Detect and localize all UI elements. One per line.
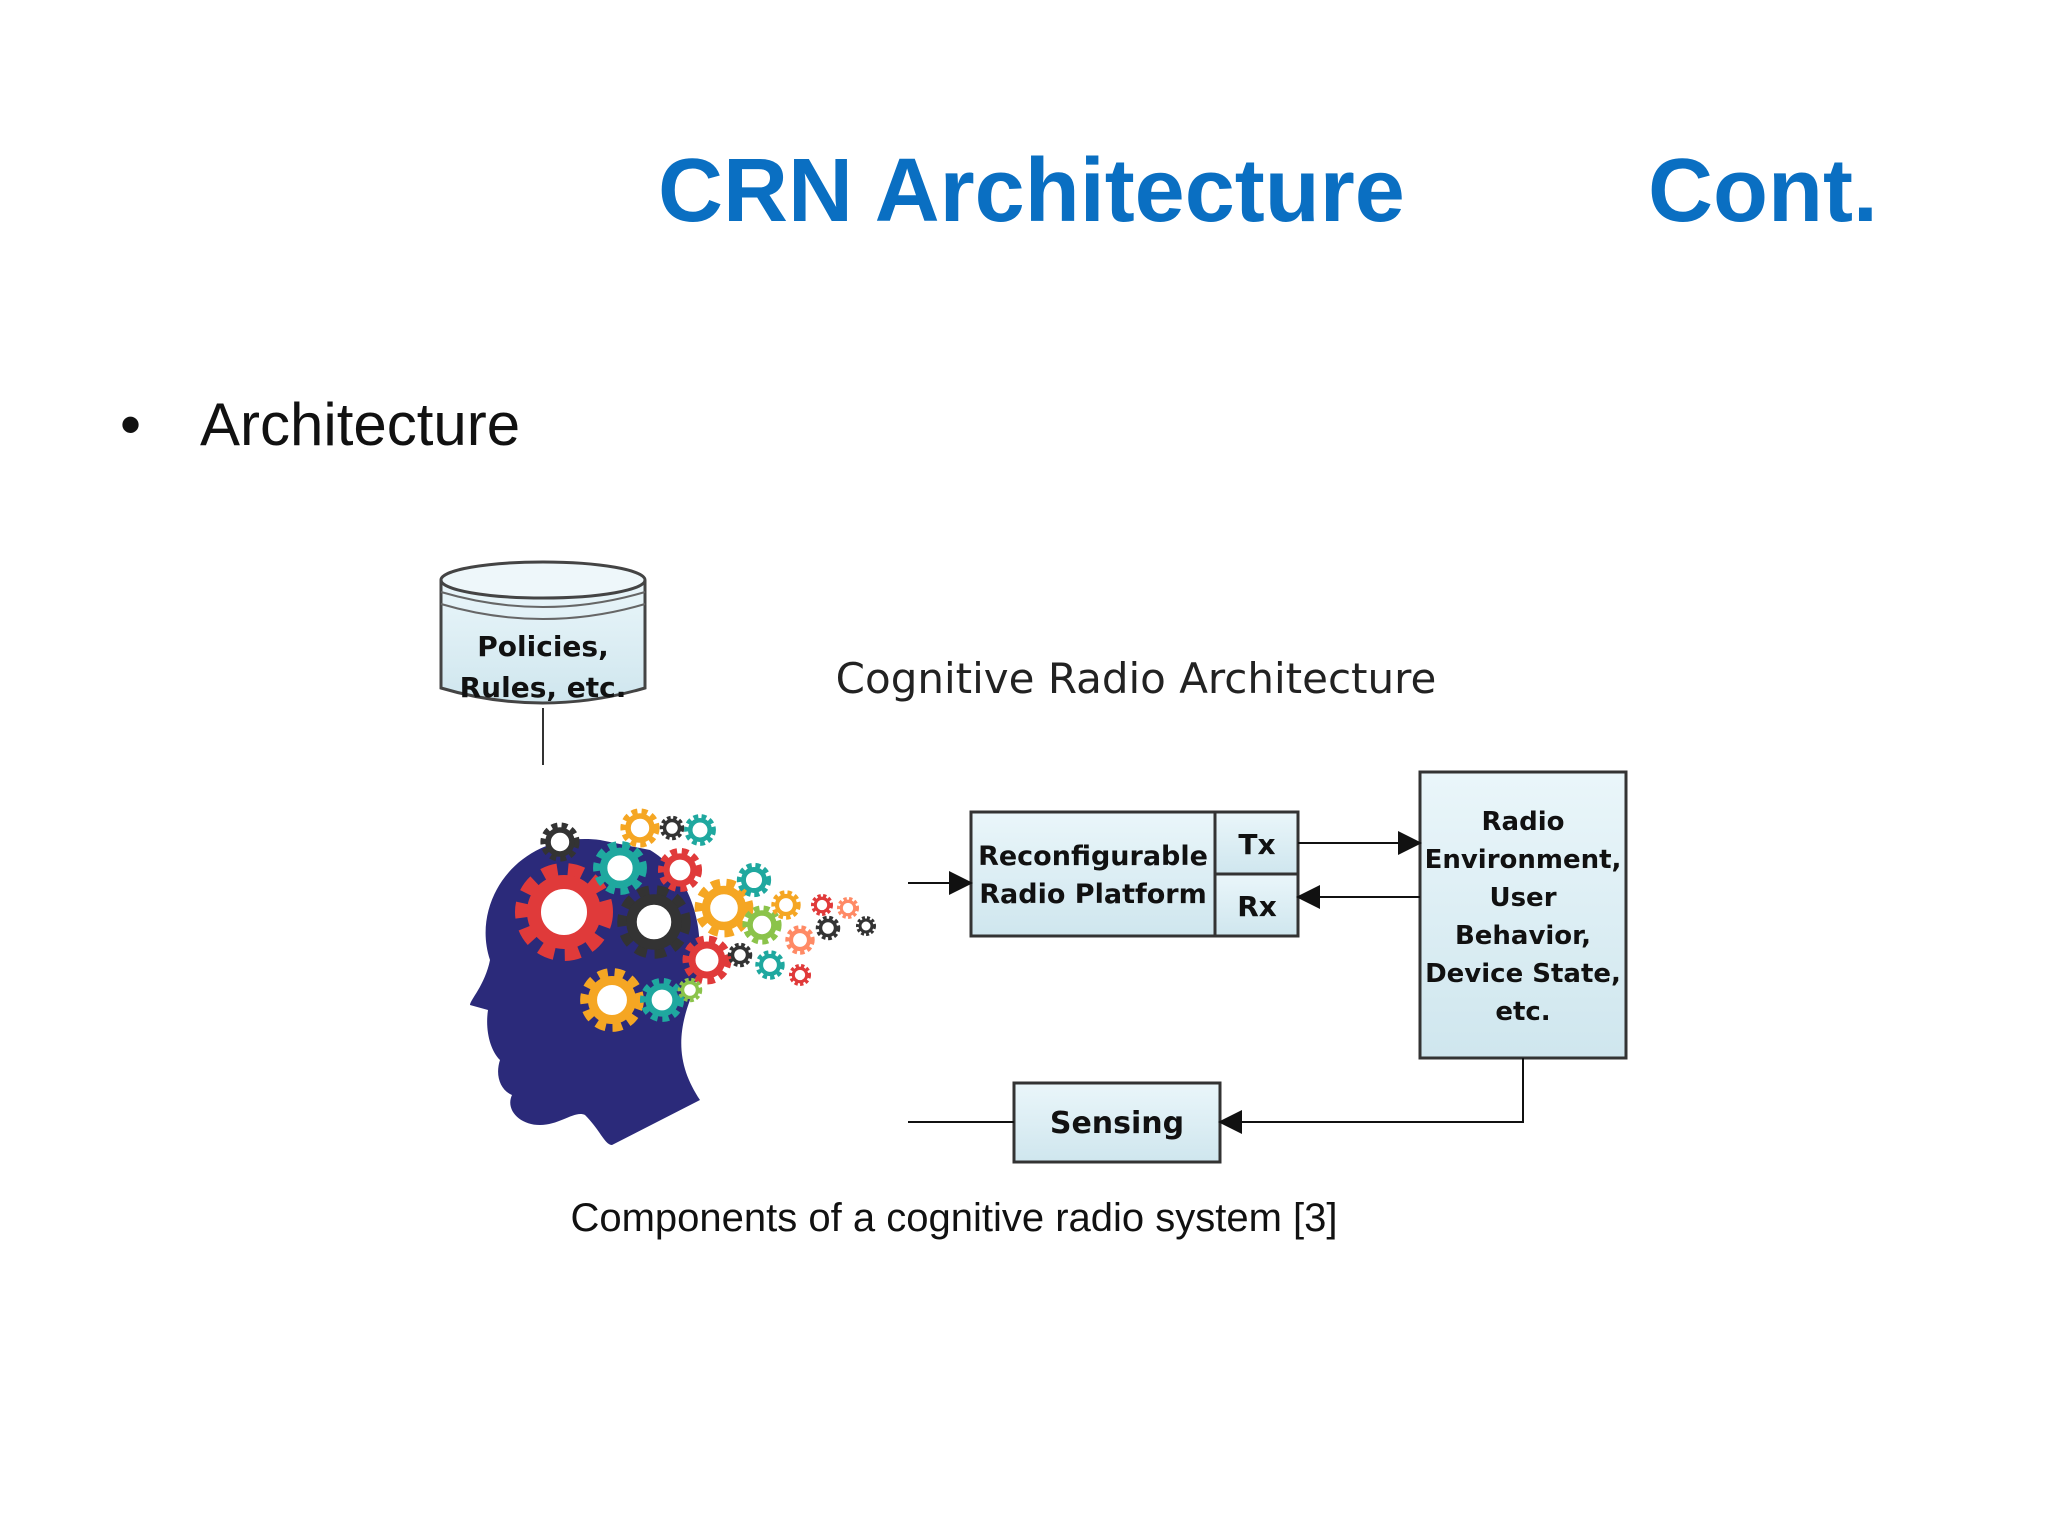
gear-icon — [663, 853, 697, 887]
gear-icon — [742, 905, 782, 945]
gear-icon — [815, 915, 841, 941]
gear-icon — [856, 916, 876, 936]
gear-icon — [527, 875, 601, 949]
gear-icon — [858, 918, 874, 934]
gear-icon — [741, 867, 767, 893]
environment-box: Radio Environment, User Behavior, Device… — [1418, 770, 1628, 1060]
gear-icon — [545, 827, 575, 857]
gear-icon — [687, 817, 713, 843]
environment-line: Device State, — [1425, 959, 1621, 989]
environment-line: Environment, — [1425, 845, 1622, 875]
gear-icon — [620, 808, 660, 848]
gear-icon — [593, 841, 647, 895]
gear-icon — [515, 863, 613, 961]
environment-line: Radio — [1482, 807, 1565, 837]
platform-label-line1: Reconfigurable — [978, 841, 1208, 872]
environment-line: Behavior, — [1455, 921, 1591, 951]
gear-icon — [680, 980, 700, 1000]
sensing-box: Sensing — [1012, 1081, 1222, 1164]
gear-icon — [694, 878, 754, 938]
gear-icon — [645, 983, 679, 1017]
gear-icon — [839, 899, 857, 917]
gear-icon — [836, 896, 860, 920]
rx-label: Rx — [1237, 890, 1277, 923]
gear-icon — [659, 815, 685, 841]
diagram-title: Cognitive Radio Architecture — [836, 654, 1437, 703]
gear-icon — [599, 847, 641, 889]
gear-icon — [788, 963, 812, 987]
platform-label-line2: Radio Platform — [979, 879, 1206, 910]
gear-icon — [684, 814, 716, 846]
bullet-item: • Architecture — [120, 390, 520, 459]
gear-icon — [540, 822, 580, 862]
database-label-line1: Policies, — [477, 630, 608, 663]
bullet-text: Architecture — [200, 391, 521, 458]
gear-icon — [625, 813, 655, 843]
gear-icon — [813, 896, 831, 914]
head-with-gears-icon — [470, 808, 876, 1145]
gear-icon — [677, 977, 703, 1003]
rx-box: Rx — [1213, 872, 1300, 938]
slide-title: CRN Architecture Cont. — [0, 140, 2048, 250]
sensing-label: Sensing — [1050, 1106, 1184, 1141]
gear-icon — [810, 893, 834, 917]
database-label-line2: Rules, etc. — [460, 671, 627, 704]
gear-icon — [580, 968, 644, 1032]
gear-icon — [747, 910, 777, 940]
gear-icon — [771, 890, 801, 920]
database-cylinder-icon: Policies, Rules, etc. — [439, 560, 647, 705]
gear-icon — [785, 925, 815, 955]
gear-icon — [701, 885, 747, 931]
title-cont: Cont. — [1648, 141, 1878, 241]
bullet-marker: • — [120, 391, 142, 458]
gear-icon — [758, 953, 782, 977]
gear-icon — [688, 941, 726, 979]
gear-icon — [662, 818, 682, 838]
gear-icon — [587, 975, 637, 1025]
gear-icon — [788, 928, 812, 952]
gear-icon — [774, 893, 798, 917]
gear-icon — [736, 862, 772, 898]
environment-line: etc. — [1495, 997, 1550, 1027]
gear-icon — [727, 942, 753, 968]
gear-icon — [617, 885, 691, 959]
gear-icon — [626, 894, 682, 950]
gear-icon — [682, 935, 732, 985]
gear-icon — [818, 918, 838, 938]
tx-label: Tx — [1238, 828, 1275, 861]
gear-icon — [791, 966, 809, 984]
figure-caption: Components of a cognitive radio system [… — [570, 1196, 1338, 1240]
gear-icon — [639, 977, 685, 1023]
arrow-environment-to-sensing — [1218, 1058, 1524, 1134]
environment-line: User — [1489, 883, 1556, 913]
title-main: CRN Architecture — [658, 141, 1405, 241]
platform-box: Reconfigurable Radio Platform — [969, 810, 1217, 938]
gear-icon — [657, 847, 703, 893]
gear-icon — [755, 950, 785, 980]
gear-icon — [730, 945, 750, 965]
tx-box: Tx — [1213, 810, 1300, 876]
